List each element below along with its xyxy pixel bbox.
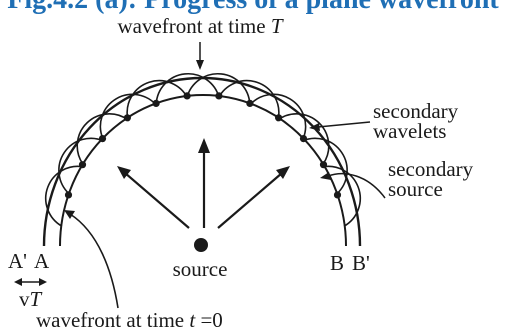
arrowhead-right (276, 166, 290, 179)
secondary-wavelet (155, 72, 220, 105)
source-point (194, 238, 208, 252)
label-vT: vT (19, 287, 43, 311)
secondary-source-point (152, 99, 160, 107)
secondary-wavelet (248, 93, 307, 139)
secondary-source-point (333, 191, 342, 199)
figure-title: Fig.4.2 (a): Progress of a plane wavefro… (0, 0, 506, 15)
pointer-wavefront-t0 (69, 213, 119, 309)
secondary-source-point (275, 114, 283, 122)
secondary-source-point (78, 161, 87, 169)
secondary-wavelet (45, 165, 85, 227)
label-B: B (330, 251, 344, 275)
secondary-sources-group (64, 92, 342, 199)
label-A: A (34, 249, 50, 273)
pointer-secondary-source-head (320, 172, 331, 180)
secondary-source-point (64, 191, 73, 199)
secondary-source-point (215, 92, 223, 100)
secondary-wavelet (301, 137, 348, 195)
wavefront-time-T-arc (42, 76, 362, 247)
vT-arrowhead-right (39, 278, 47, 286)
secondary-source-point (319, 161, 328, 169)
secondary-wavelet (217, 79, 280, 119)
secondary-source-point (123, 114, 131, 122)
pointer-secondary-wavelets (317, 121, 371, 128)
secondary-source-point (98, 135, 107, 143)
arrowhead-up (198, 138, 210, 153)
label-A-prime: A' (8, 249, 27, 273)
secondary-wavelet (58, 137, 105, 195)
pointer-secondary-wavelets-head (309, 123, 320, 131)
label-wavefront-time-t0: wavefront at time t =0 (36, 308, 223, 330)
secondary-wavelet (99, 93, 158, 139)
propagation-arrows (117, 138, 290, 229)
label-wavefront-time-T: wavefront at time T (117, 14, 283, 38)
secondary-source-point (183, 92, 191, 100)
pointer-wavefront-t0-head (64, 210, 75, 219)
vT-arrowhead-left (14, 278, 22, 286)
propagation-arrow-right (217, 172, 283, 229)
secondary-wavelet (126, 79, 189, 119)
secondary-wavelet (276, 113, 330, 165)
pointer-wavefront-T-head (196, 60, 204, 70)
secondary-source-point (299, 135, 308, 143)
label-B-prime: B' (352, 251, 370, 275)
pointer-secondary-source (327, 172, 386, 199)
secondary-wavelet (321, 165, 361, 227)
propagation-arrow-left (124, 172, 190, 229)
arrowhead-left (117, 166, 131, 179)
label-source: source (173, 257, 228, 281)
secondary-source-point (246, 99, 254, 107)
secondary-wavelets-group (45, 72, 361, 227)
secondary-wavelet (76, 113, 130, 165)
secondary-wavelet (186, 72, 251, 105)
